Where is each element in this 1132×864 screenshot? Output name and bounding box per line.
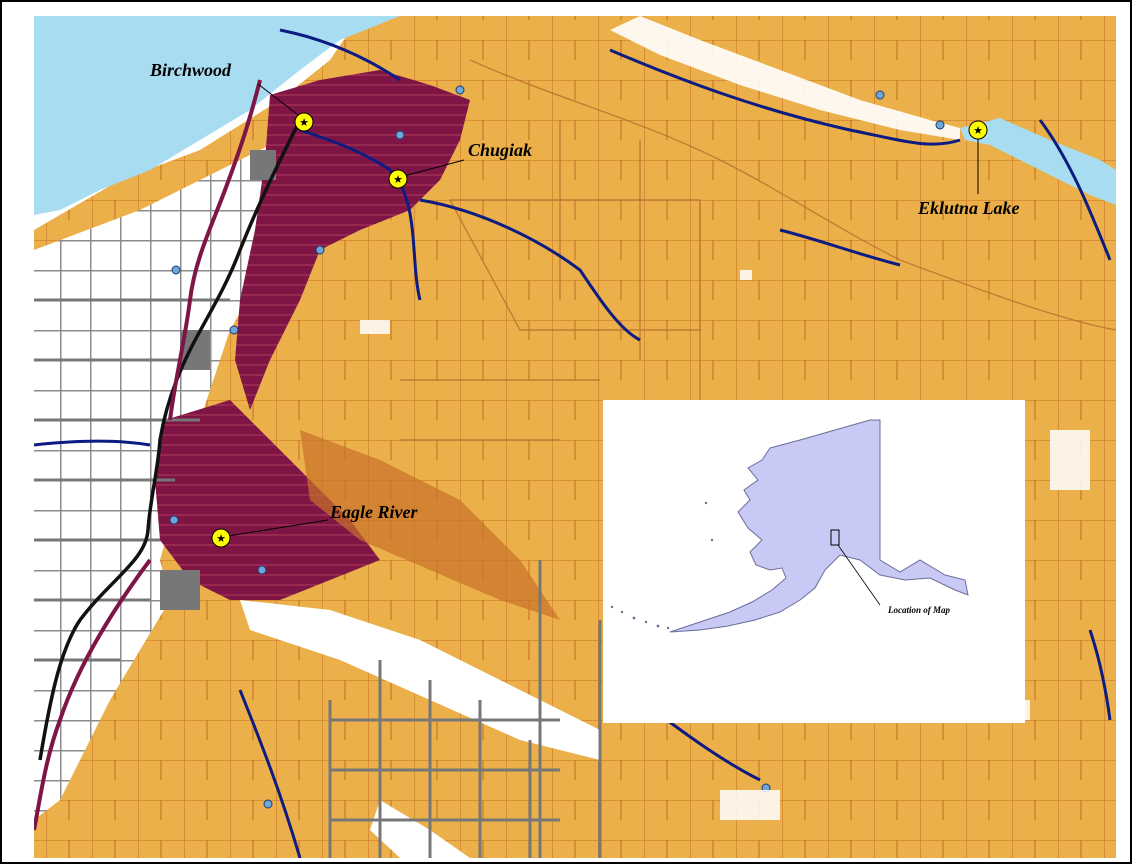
facilities [169, 85, 945, 809]
location-leader [837, 544, 881, 606]
railroad [168, 79, 262, 421]
aleutian-islands [610, 501, 714, 630]
gear-dot-icon [257, 565, 267, 575]
place-label-eagle-river: Eagle River [329, 502, 418, 522]
star-in-circle-icon: ★ [968, 120, 988, 140]
svg-text:★: ★ [973, 124, 983, 137]
gear-dot-icon [935, 120, 945, 130]
gear-dot-icon [395, 130, 405, 140]
knik-arm-water [34, 16, 400, 215]
gear-dot-icon [169, 515, 179, 525]
alaska-shape [669, 419, 969, 633]
gear-dot-icon [455, 85, 465, 95]
gear-dot-icon [171, 265, 181, 275]
developed-chugiak [235, 70, 470, 410]
gear-dot-icon [875, 90, 885, 100]
leader-chugiak [403, 159, 465, 177]
leader-birchwood [257, 83, 303, 119]
star-in-circle-icon: ★ [294, 112, 314, 132]
developed-fan [300, 430, 560, 620]
eklutna-valley [610, 16, 960, 140]
south-valley [370, 800, 470, 858]
location-box [830, 529, 840, 546]
inset-map: Location of Map [603, 400, 1025, 723]
developed-eagle-river [155, 400, 380, 600]
roads [34, 298, 602, 858]
parcel-lines [400, 59, 1116, 441]
gear-dot-icon [263, 799, 273, 809]
railroad [34, 558, 152, 831]
star-in-circle-icon: ★ [211, 528, 231, 548]
glenn-highway [38, 119, 302, 761]
svg-text:★: ★ [393, 173, 403, 186]
place-label-birchwood: Birchwood [149, 60, 232, 80]
gear-dot-icon [315, 245, 325, 255]
leader-eagle-river [227, 519, 329, 537]
svg-text:★: ★ [216, 532, 226, 545]
inset-location-label: Location of Map [887, 605, 950, 615]
gravel-patch [160, 570, 200, 610]
gear-dot-icon [229, 325, 239, 335]
place-label-eklutna-lake: Eklutna Lake [917, 198, 1020, 218]
svg-text:★: ★ [299, 116, 309, 129]
star-in-circle-icon: ★ [388, 169, 408, 189]
place-label-chugiak: Chugiak [468, 140, 532, 160]
place-markers: ★ Birchwood ★ Chugiak ★ Eklutna Lake ★ E… [149, 60, 1020, 548]
